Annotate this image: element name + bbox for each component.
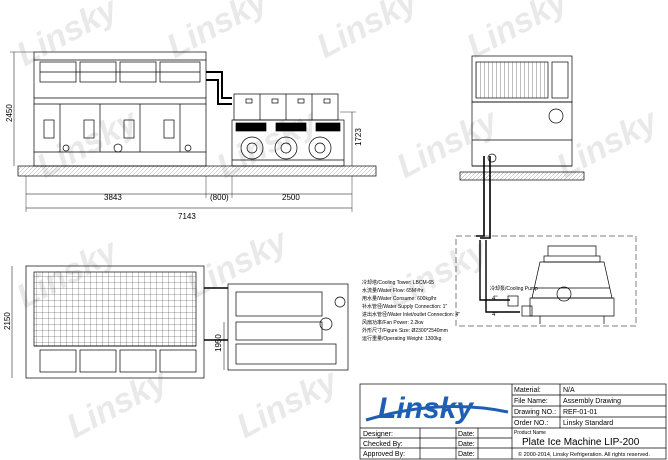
product-name-value: Plate Ice Machine LIP-200 bbox=[522, 437, 640, 448]
pipe-size-b: 4" bbox=[492, 312, 497, 318]
tower-body bbox=[531, 261, 613, 299]
drawing-no-value: REF-01-01 bbox=[563, 409, 597, 416]
side-ground bbox=[459, 171, 585, 181]
watermark-text: Linsky bbox=[311, 0, 426, 66]
approved-by-label: Approved By: bbox=[363, 451, 405, 458]
drawing-no-label: Drawing NO.: bbox=[514, 409, 556, 416]
pipe-size-a: 4" bbox=[492, 296, 497, 302]
dim-len-gap: (800) bbox=[210, 193, 229, 202]
front-elevation bbox=[10, 51, 377, 212]
spec-line: 外形尺寸/Figure Size: Ø2300*2540mm bbox=[362, 327, 448, 334]
dim-len-a: 3843 bbox=[104, 193, 122, 202]
spec-line: 风扇功率/Fan Power: 2.2kw bbox=[362, 319, 424, 326]
date-label: Date: bbox=[458, 431, 475, 438]
file-name-label: File Name: bbox=[514, 398, 548, 405]
dim-plan-depth: 2150 bbox=[3, 312, 12, 330]
spec-line: 进出水管径/Water Inlet/outlet Connection: 4" bbox=[362, 311, 460, 318]
watermark-text: Linsky bbox=[161, 0, 276, 66]
watermark-text: Linsky bbox=[231, 361, 346, 446]
product-name-label: Product Name bbox=[514, 430, 546, 436]
cooling-pump-label: 冷却泵/Cooling Pump bbox=[490, 285, 538, 292]
dim-left-height: 2450 bbox=[5, 104, 14, 122]
file-name-value: Assembly Drawing bbox=[563, 398, 621, 405]
material-label: Material: bbox=[514, 387, 541, 394]
logo-swoosh bbox=[365, 405, 509, 422]
compressor bbox=[274, 136, 298, 160]
order-no-label: Order NO.: bbox=[514, 420, 548, 427]
compressor-base bbox=[231, 119, 345, 167]
watermark-text: Linsky bbox=[11, 0, 126, 74]
brand-logo: Linsky bbox=[378, 392, 474, 425]
compressor bbox=[308, 136, 332, 160]
material-value: N/A bbox=[563, 387, 575, 394]
order-no-value: Linsky Standard bbox=[563, 420, 613, 427]
plan-evaporator bbox=[25, 265, 205, 379]
copyright: © 2000-2014, Linsky Refrigeration. All r… bbox=[518, 451, 650, 458]
plan-view bbox=[11, 265, 349, 379]
spec-line: 用水量/Water Consume: 600kg/hr bbox=[362, 295, 437, 302]
watermark-text: Linsky bbox=[181, 221, 296, 306]
side-elevation bbox=[459, 55, 585, 239]
ground-base bbox=[17, 165, 377, 177]
spec-line: 冷却塔/Cooling Tower: LBCM-65 bbox=[362, 279, 434, 286]
spec-line: 水流量/Water Flow: 65M³/hr bbox=[362, 287, 424, 294]
watermark-text: Linsky bbox=[61, 361, 176, 446]
dim-plan-inner: 1950 bbox=[214, 334, 223, 352]
tower-boundary bbox=[455, 235, 637, 327]
compressor bbox=[240, 136, 264, 160]
plan-unit bbox=[227, 283, 349, 371]
spec-line: 补水管径/Water Supply Connection: 1" bbox=[362, 303, 447, 310]
evaporator-frame bbox=[33, 51, 207, 167]
title-block bbox=[359, 383, 667, 460]
spec-line: 运行重量/Operating Weight: 1300kg bbox=[362, 335, 442, 342]
designer-label: Designer: bbox=[363, 431, 393, 438]
dim-len-total: 7143 bbox=[178, 212, 196, 221]
date-label: Date: bbox=[458, 441, 475, 448]
cooling-tower-view bbox=[455, 235, 637, 327]
tower-top bbox=[547, 245, 597, 256]
checked-by-label: Checked By: bbox=[363, 441, 403, 448]
date-label: Date: bbox=[458, 451, 475, 458]
spec-list: 冷却塔/Cooling Tower: LBCM-65 水流量/Water Flo… bbox=[362, 279, 460, 342]
dim-unit-height: 1723 bbox=[354, 128, 363, 146]
cooling-pump bbox=[507, 295, 519, 307]
dim-len-b: 2500 bbox=[282, 193, 300, 202]
watermark-layer: Linsky Linsky Linsky Linsky Linsky Linsk… bbox=[11, 0, 666, 446]
